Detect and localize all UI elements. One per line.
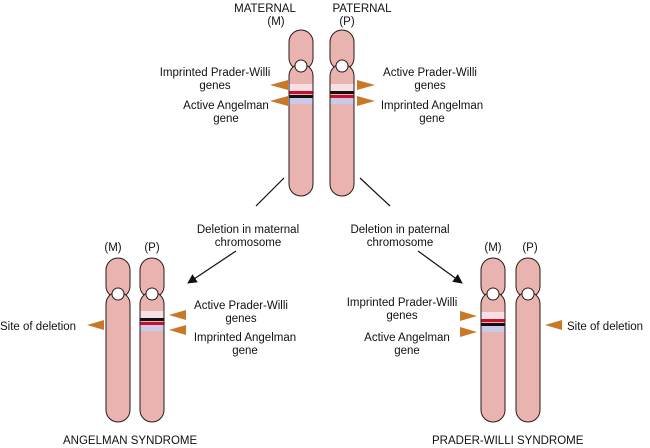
maternal-header-abbr: (M) (267, 16, 284, 28)
right-arrow-upper (359, 177, 391, 207)
maternal-chromosome-top (288, 29, 314, 197)
paternal-as-label: Imprinted Angelman (381, 100, 483, 112)
maternal-pw-pointer (270, 80, 288, 90)
paternal-pw-label-2: genes (414, 80, 446, 92)
prader-pw-label-2: genes (386, 310, 418, 322)
paternal-pw-label: Active Prader-Willi (383, 67, 477, 79)
prader-paternal-chromosome (515, 257, 541, 423)
angelman-m-label: (M) (104, 242, 121, 254)
maternal-pw-label-2: genes (199, 80, 231, 92)
angelman-pw-label-2: genes (225, 313, 257, 325)
angelman-paternal-chromosome (139, 257, 165, 423)
prader-maternal-chromosome (480, 257, 506, 423)
paternal-as-label-2: gene (419, 113, 445, 125)
angelman-pw-pointer (169, 310, 186, 320)
prader-as-label-2: gene (394, 345, 420, 357)
prader-as-label: Active Angelman (364, 332, 450, 344)
maternal-pw-label: Imprinted Prader-Willi (160, 67, 271, 79)
angelman-as-band (140, 322, 164, 325)
angelman-site-label: Site of deletion (0, 321, 76, 333)
prader-m-label: (M) (484, 242, 501, 254)
right-deletion-label: Deletion in paternal (350, 224, 449, 236)
paternal-as-band (330, 95, 354, 98)
paternal-header: PATERNAL (332, 3, 392, 15)
left-arrow-upper (255, 177, 285, 207)
left-deletion-label-2: chromosome (215, 237, 281, 249)
angelman-site-pointer (87, 320, 104, 330)
angelman-as-pointer (169, 325, 186, 335)
paternal-pw-band (330, 91, 354, 94)
maternal-as-pointer (270, 96, 288, 106)
angelman-maternal-chromosome (105, 257, 131, 423)
prader-p-label: (P) (522, 242, 538, 254)
left-deletion-label: Deletion in maternal (197, 224, 299, 236)
prader-pw-pointer (460, 311, 477, 321)
angelman-as-label: Imprinted Angelman (194, 332, 296, 344)
paternal-pw-pointer (357, 80, 375, 90)
maternal-as-band (289, 95, 313, 98)
prader-site-label: Site of deletion (567, 321, 643, 333)
angelman-p-label: (P) (144, 242, 160, 254)
maternal-header: MATERNAL (234, 3, 296, 15)
paternal-chromosome-top (329, 29, 355, 197)
paternal-as-pointer (357, 96, 375, 106)
angelman-pw-band (140, 318, 164, 321)
maternal-as-label: Active Angelman (183, 100, 269, 112)
prader-as-pointer (460, 327, 477, 337)
angelman-as-label-2: gene (232, 345, 258, 357)
right-deletion-label-2: chromosome (367, 237, 433, 249)
maternal-pw-band (289, 91, 313, 94)
prader-as-band (481, 323, 505, 326)
right-arrow-lower (417, 250, 463, 284)
prader-site-pointer (545, 320, 562, 330)
prader-pw-label: Imprinted Prader-Willi (347, 297, 458, 309)
prader-pw-band (481, 319, 505, 322)
angelman-pw-label: Active Prader-Willi (194, 300, 288, 312)
angelman-title: ANGELMAN SYNDROME (63, 435, 198, 447)
prader-title: PRADER-WILLI SYNDROME (432, 435, 584, 447)
paternal-header-abbr: (P) (339, 16, 355, 28)
maternal-as-label-2: gene (213, 113, 239, 125)
left-arrow-lower (187, 250, 237, 284)
